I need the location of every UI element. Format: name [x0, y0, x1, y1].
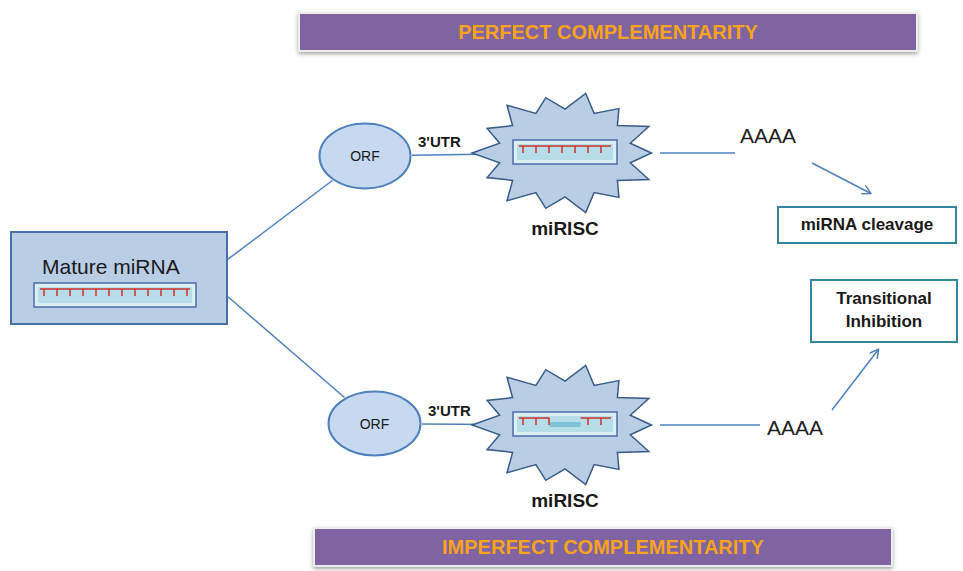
- outcome-arrow: [812, 163, 870, 193]
- strip-fill: [517, 416, 613, 432]
- node-text: miRISC: [470, 490, 660, 512]
- base-tick: [160, 289, 162, 296]
- mirna-strand: [519, 145, 611, 147]
- tail-line: [660, 152, 735, 154]
- star-outline: [470, 90, 660, 216]
- star-outline: [470, 362, 660, 488]
- base-tick: [535, 418, 537, 425]
- mirisc-complex: miRISC: [470, 362, 660, 514]
- node-text: IMPERFECT COMPLEMENTARITY: [442, 536, 764, 559]
- mirisc-complex: miRISC: [470, 90, 660, 242]
- base-tick: [43, 289, 45, 296]
- strip-frame: [513, 412, 617, 436]
- base-tick: [587, 418, 589, 425]
- strip-frame: [34, 283, 196, 307]
- node-text: PERFECT COMPLEMENTARITY: [458, 21, 758, 44]
- polya-tail-label: AAAA: [740, 124, 796, 148]
- base-tick: [108, 289, 110, 296]
- base-tick: [134, 289, 136, 296]
- outcome-box: miRNA cleavage: [777, 206, 957, 244]
- base-tick: [561, 146, 563, 153]
- base-tick: [600, 418, 602, 425]
- outcome-arrow: [832, 350, 878, 410]
- mirisc-shape: [472, 366, 652, 485]
- polya-tail-label: AAAA: [767, 416, 823, 440]
- strip-fill: [517, 144, 613, 160]
- base-tick: [147, 289, 149, 296]
- base-tick: [186, 289, 188, 296]
- heading-band: PERFECT COMPLEMENTARITY: [298, 12, 918, 52]
- node-text: miRNA cleavage: [801, 214, 934, 237]
- connector: [228, 181, 332, 260]
- orf-ellipse: ORF: [318, 122, 412, 190]
- base-tick: [69, 289, 71, 296]
- mirna-strand: [581, 417, 611, 419]
- heading-band: IMPERFECT COMPLEMENTARITY: [313, 527, 893, 567]
- strip-frame: [513, 140, 617, 164]
- node-text: Transitional Inhibition: [820, 288, 948, 334]
- orf-ellipse: ORF: [327, 390, 422, 457]
- base-tick: [82, 289, 84, 296]
- outcome-box: Transitional Inhibition: [810, 279, 958, 343]
- node-text: miRISC: [470, 218, 660, 240]
- base-tick: [574, 146, 576, 153]
- node-text: ORF: [350, 148, 380, 164]
- mismatch-bulge: [549, 422, 580, 427]
- mirna-strand: [40, 288, 190, 290]
- base-tick: [548, 146, 550, 153]
- base-tick: [548, 418, 550, 425]
- strip-fill: [38, 287, 192, 303]
- base-tick: [56, 289, 58, 296]
- tail-line: [660, 424, 760, 426]
- mirna-box: Mature miRNA: [10, 231, 228, 325]
- mirisc-shape: [472, 94, 652, 213]
- utr-label: 3'UTR: [426, 402, 473, 419]
- orf-shape: [320, 124, 411, 189]
- base-tick: [121, 289, 123, 296]
- base-tick: [535, 146, 537, 153]
- node-text: ORF: [360, 416, 390, 432]
- base-tick: [95, 289, 97, 296]
- utr-label: 3'UTR: [416, 133, 463, 150]
- connector: [228, 297, 345, 398]
- base-tick: [173, 289, 175, 296]
- base-tick: [522, 146, 524, 153]
- node-text: Mature miRNA: [42, 255, 180, 279]
- base-tick: [587, 146, 589, 153]
- base-tick: [522, 418, 524, 425]
- base-tick: [600, 146, 602, 153]
- orf-shape: [329, 392, 421, 456]
